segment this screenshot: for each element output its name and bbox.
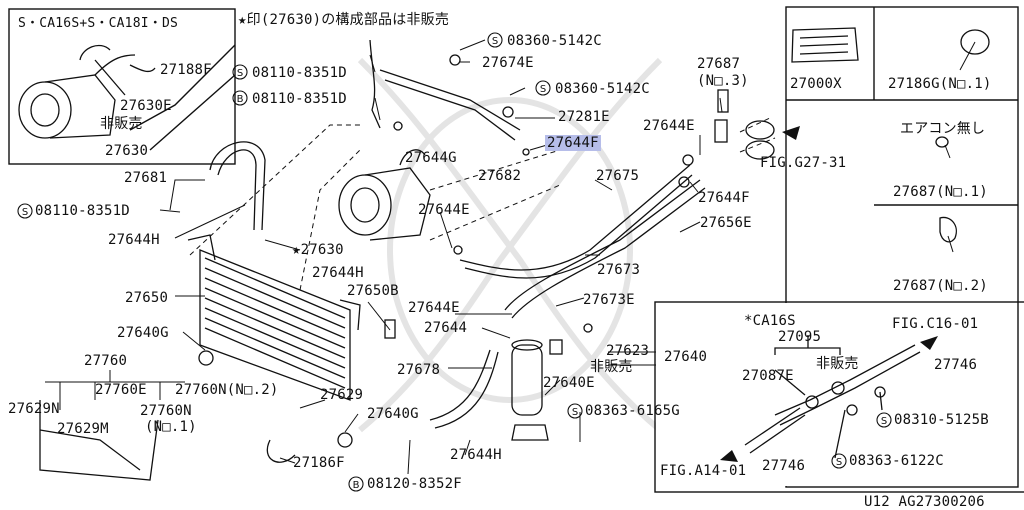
part-label: 27644E bbox=[643, 118, 695, 134]
ca16s-drawing-top bbox=[744, 335, 921, 459]
part-label: 27186G(N□.1) bbox=[888, 76, 992, 92]
part-label: 08110-8351D bbox=[252, 91, 347, 107]
part-label: 27760 bbox=[84, 353, 128, 369]
part-label: 08363-6165G bbox=[585, 403, 680, 419]
part-label: 27760N bbox=[140, 403, 192, 419]
part-label: 27188F bbox=[160, 62, 212, 78]
note-text: ★印(27630)の構成部品は非販売 bbox=[238, 12, 450, 28]
leader-lines bbox=[45, 39, 976, 475]
part-label: 27623 bbox=[606, 343, 650, 359]
part-label: 27644F bbox=[698, 190, 750, 206]
not-sold-label: 非販売 bbox=[590, 359, 633, 375]
part-label: 27644H bbox=[450, 447, 502, 463]
part-label: ★27630 bbox=[292, 242, 344, 258]
part-label: 27630 bbox=[105, 143, 149, 159]
part-label: 27640G bbox=[117, 325, 169, 341]
part-label: 08360-5142C bbox=[555, 81, 650, 97]
not-sold-label: 非販売 bbox=[816, 356, 859, 372]
symbol-b: B bbox=[237, 94, 244, 105]
symbol-s: S bbox=[572, 407, 578, 418]
part-label: 27656E bbox=[700, 215, 752, 231]
part-label: 27640E bbox=[543, 375, 595, 391]
part-label: 27746 bbox=[762, 458, 806, 474]
part-label: 27000X bbox=[790, 76, 842, 92]
symbol-s: S bbox=[492, 36, 498, 47]
symbol-s: S bbox=[540, 84, 546, 95]
part-label: 27746 bbox=[934, 357, 978, 373]
receiver-drier-drawing bbox=[511, 339, 549, 441]
part-label: 27673E bbox=[583, 292, 635, 308]
part-label: 27629N bbox=[8, 401, 60, 417]
part-label: 27681 bbox=[124, 170, 168, 186]
part-label: 27630E bbox=[120, 98, 172, 114]
highlight[interactable]: 27644F bbox=[545, 135, 601, 151]
not-sold-label: 非販売 bbox=[100, 116, 143, 132]
circled-symbol-letters: S S S B S S B S S bbox=[22, 36, 887, 491]
symbol-s: S bbox=[881, 416, 887, 427]
part-label: 27095 bbox=[778, 329, 822, 345]
part-label: 27687(N□.2) bbox=[893, 278, 988, 294]
part-label: 27760E bbox=[95, 382, 147, 398]
part-label: 08120-8352F bbox=[367, 476, 462, 492]
part-label: 27673 bbox=[597, 262, 641, 278]
part-label: 27629M bbox=[57, 421, 109, 437]
part-label: 27687 bbox=[697, 56, 741, 72]
highlighted-part-label[interactable]: 27644F bbox=[545, 135, 601, 151]
panel-frames bbox=[8, 6, 1024, 493]
part-label: 27640 bbox=[664, 349, 708, 365]
fittings bbox=[198, 54, 775, 448]
compressor-drawing bbox=[338, 149, 431, 241]
part-label: 27687(N□.1) bbox=[893, 184, 988, 200]
figure-reference[interactable]: FIG.A14-01 bbox=[660, 463, 747, 479]
part-label: 27678 bbox=[397, 362, 441, 378]
inset-title: S・CA16S+S・CA18I・DS bbox=[18, 16, 178, 31]
part-label: 27650B bbox=[347, 283, 399, 299]
compressor-inset-drawing bbox=[18, 44, 156, 139]
part-label: 08360-5142C bbox=[507, 33, 602, 49]
figure-reference[interactable]: FIG.G27-31 bbox=[760, 155, 847, 171]
right-panel-drawings bbox=[791, 27, 990, 243]
part-label: 27674E bbox=[482, 55, 534, 71]
part-label: 08110-8351D bbox=[35, 203, 130, 219]
bracket-drawing bbox=[39, 400, 296, 481]
part-label: 27640G bbox=[367, 406, 419, 422]
part-label: (N□.3) bbox=[697, 73, 749, 89]
diagram-code: U12 AG27300206 bbox=[864, 494, 985, 510]
part-number: 27630 bbox=[300, 242, 344, 258]
ac-hoses bbox=[209, 39, 706, 429]
symbol-s: S bbox=[237, 68, 243, 79]
condition-label: エアコン無し bbox=[900, 121, 986, 137]
figure-reference[interactable]: FIG.C16-01 bbox=[892, 316, 979, 332]
part-label: 27650 bbox=[125, 290, 169, 306]
part-label: 08110-8351D bbox=[252, 65, 347, 81]
part-label: 27087E bbox=[742, 368, 794, 384]
circled-symbols bbox=[17, 32, 892, 492]
symbol-s: S bbox=[22, 207, 28, 218]
symbol-s: S bbox=[836, 457, 842, 468]
part-label: 27186F bbox=[293, 455, 345, 471]
part-label: 27682 bbox=[478, 168, 522, 184]
part-label: 27644E bbox=[418, 202, 470, 218]
part-label: 08310-5125B bbox=[894, 412, 989, 428]
part-label: 27675 bbox=[596, 168, 640, 184]
part-label: 27644H bbox=[312, 265, 364, 281]
part-label: 27644 bbox=[424, 320, 468, 336]
part-label: 08363-6122C bbox=[849, 453, 944, 469]
part-label: 27281E bbox=[558, 109, 610, 125]
part-label: (N□.1) bbox=[145, 419, 197, 435]
symbol-b: B bbox=[353, 480, 360, 491]
part-label: 27644H bbox=[108, 232, 160, 248]
inset-title: *CA16S bbox=[744, 313, 796, 329]
part-label: 27644G bbox=[405, 150, 457, 166]
condenser-drawing bbox=[187, 234, 361, 401]
watermark-emblem bbox=[357, 57, 663, 433]
part-label: 27644E bbox=[408, 300, 460, 316]
part-label: 27629 bbox=[320, 387, 364, 403]
part-label: 27760N(N□.2) bbox=[175, 382, 279, 398]
ca16s-arrows bbox=[720, 336, 938, 462]
